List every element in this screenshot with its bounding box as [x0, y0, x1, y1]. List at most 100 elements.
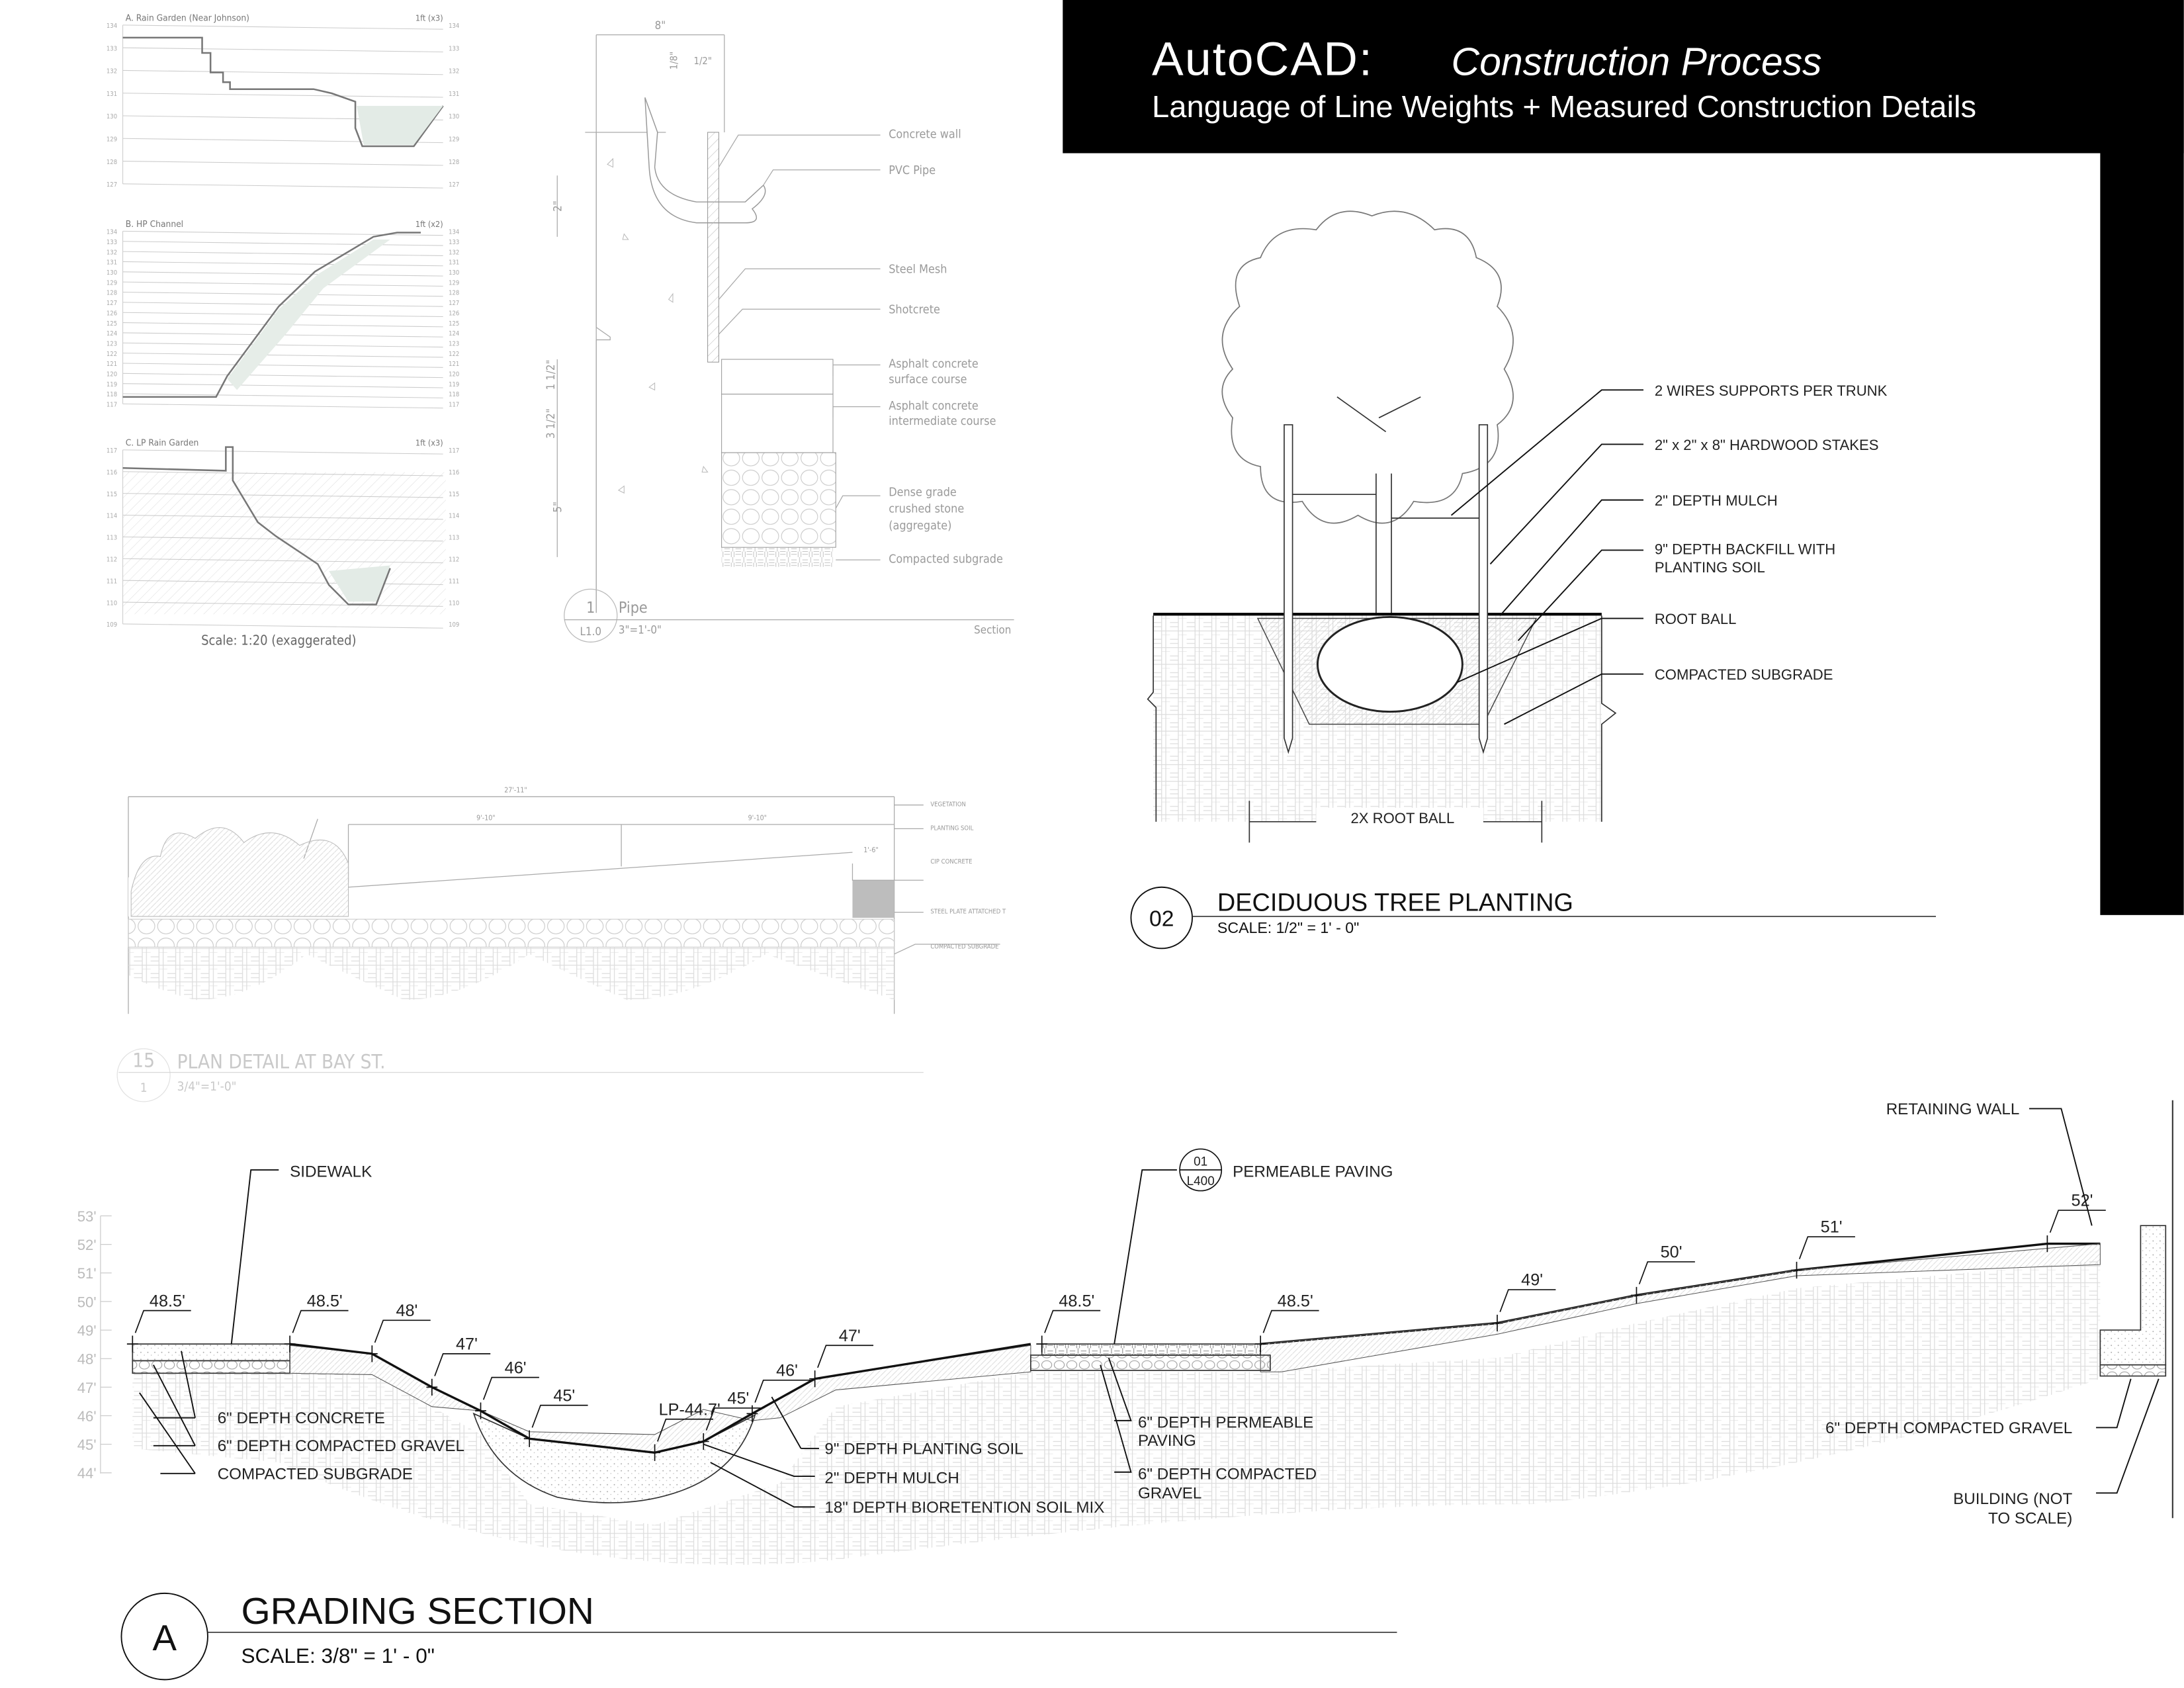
elevation-left: 126 [107, 310, 117, 317]
elevation-left: 129 [107, 136, 117, 143]
axis-tick-label: 45' [77, 1437, 97, 1453]
compacted-subgrade [721, 547, 834, 567]
spot-elevation-label: 52' [2072, 1192, 2093, 1210]
axis-tick-label: 50' [77, 1294, 97, 1310]
bay-dim-right: 9'-10" [748, 815, 767, 822]
rain-garden-c-hatch [122, 472, 446, 615]
panel-scale: 1ft (x3) [415, 438, 443, 448]
rain-garden-sections: A. Rain Garden (Near Johnson)1ft (x3)134… [107, 13, 459, 648]
elevation-left: 113 [107, 535, 117, 542]
grid-line [122, 393, 443, 398]
elevation-right: 116 [449, 469, 459, 476]
elevation-left: 119 [107, 381, 117, 388]
spot-leader [523, 1404, 588, 1447]
elevation-left: 127 [107, 300, 117, 307]
label-permeable-gravel-2: GRAVEL [1138, 1485, 1201, 1503]
elevation-left: 112 [107, 556, 117, 563]
elevation-left: 124 [107, 330, 117, 337]
panel-title: C. LP Rain Garden [126, 438, 199, 449]
label-asphalt-2b: intermediate course [889, 414, 996, 428]
bay-title-block: 15 1 PLAN DETAIL AT BAY ST. 3/4"=1'-0" [116, 1048, 924, 1102]
elevation-left: 132 [107, 68, 117, 75]
grading-detail-name: GRADING SECTION [241, 1591, 593, 1632]
header-title-sub: Construction Process [1452, 41, 1822, 84]
elevation-left: 130 [107, 113, 117, 120]
elevation-right: 121 [449, 361, 459, 368]
pipe-labels: Concrete wall PVC Pipe Steel Mesh Shotcr… [718, 127, 1003, 566]
support-wires [1292, 494, 1479, 519]
spot-leader [1631, 1261, 1695, 1304]
label-compacted-subgrade: COMPACTED SUBGRADE [930, 943, 998, 950]
grid-line [122, 449, 443, 455]
elevation-left: 114 [107, 513, 117, 520]
elevation-axis: 53'52'51'50'49'48'47'46'45'44' [77, 1208, 112, 1482]
pipe-dim-b: 1/2" [694, 56, 712, 67]
spot-elevation: 45' [697, 1390, 762, 1450]
elevation-left: 116 [107, 469, 117, 476]
label-asphalt-1b: surface course [889, 373, 967, 386]
spot-leader [284, 1310, 349, 1353]
elevation-left: 115 [107, 491, 117, 498]
spot-leader [809, 1345, 874, 1388]
bay-steel-plate [852, 880, 895, 918]
elevation-right: 115 [449, 491, 459, 498]
planting-soil-band-right [1260, 1243, 2101, 1372]
spot-elevation-label: 46' [776, 1362, 798, 1380]
rain-garden-c-planting [329, 565, 390, 602]
spot-elevation-label: 51' [1821, 1218, 1843, 1237]
label-building-2: TO SCALE) [1988, 1510, 2072, 1528]
pipe-dim-width: 8" [655, 19, 666, 32]
rain-garden-c-profile [122, 446, 391, 605]
tree-detail-scale: SCALE: 1/2" = 1' - 0" [1217, 919, 1359, 936]
spot-leader [1036, 1310, 1101, 1353]
spot-leader [366, 1319, 431, 1362]
spot-elevation: 47' [426, 1335, 491, 1396]
label-planting-soil: 9" DEPTH PLANTING SOIL [824, 1440, 1023, 1458]
spot-leader [426, 1353, 491, 1396]
pipe-title-block: 1 L1.0 Pipe 3"=1'-0" Section [564, 588, 1014, 643]
retaining-wall-gravel [2099, 1364, 2167, 1377]
ref-detail-number: 01 [1194, 1155, 1207, 1169]
elevation-left: 117 [107, 402, 117, 409]
elevation-left: 132 [107, 249, 117, 256]
spot-elevation-label: 47' [839, 1327, 861, 1345]
elevation-right: 117 [449, 402, 459, 409]
elevation-right: 113 [449, 535, 459, 542]
spot-elevation-label: 45' [553, 1386, 575, 1405]
bay-subgrade [128, 947, 895, 1000]
elevation-right: 112 [449, 556, 459, 563]
elevation-right: 129 [449, 279, 459, 287]
asphalt-intermediate [721, 394, 834, 453]
grid-line [122, 261, 443, 267]
label-steel-mesh: Steel Mesh [889, 263, 947, 277]
elevation-left: 111 [107, 578, 117, 585]
axis-tick-label: 47' [77, 1380, 97, 1396]
label-mulch: 2" DEPTH MULCH [824, 1470, 959, 1488]
bay-labels: VEGETATION PLANTING SOIL CIP CONCRETE ST… [852, 801, 1006, 955]
axis-tick-label: 44' [77, 1465, 97, 1482]
spot-leader [1791, 1236, 1855, 1279]
elevation-right: 131 [449, 259, 459, 267]
spot-leader [697, 1407, 762, 1450]
sidewalk-concrete [132, 1343, 290, 1362]
header-subtitle: Language of Line Weights + Measured Cons… [1152, 89, 1976, 124]
rain-garden-panel: A. Rain Garden (Near Johnson)1ft (x3)134… [107, 13, 459, 189]
grid-line [122, 291, 443, 297]
permeable-gravel [1030, 1355, 1271, 1371]
elevation-left: 133 [107, 239, 117, 246]
header-background [1063, 0, 2184, 154]
elevation-right: 133 [449, 45, 459, 52]
elevation-right: 125 [449, 320, 459, 328]
label-compacted-subgrade: COMPACTED SUBGRADE [1655, 666, 1833, 683]
right-black-strip [2100, 0, 2184, 915]
elevation-right: 134 [449, 229, 459, 236]
bay-detail-number: 15 [132, 1049, 155, 1071]
spot-elevation: 50' [1631, 1243, 1695, 1304]
elevation-left: 128 [107, 159, 117, 166]
tree-leaders [1450, 389, 1643, 725]
tree-title-block: 02 DECIDUOUS TREE PLANTING SCALE: 1/2" =… [1130, 886, 1936, 950]
rain-garden-a-planting [357, 105, 443, 145]
axis-tick-label: 53' [77, 1208, 97, 1225]
header-banner: AutoCAD: Construction Process Language o… [1063, 0, 2184, 915]
